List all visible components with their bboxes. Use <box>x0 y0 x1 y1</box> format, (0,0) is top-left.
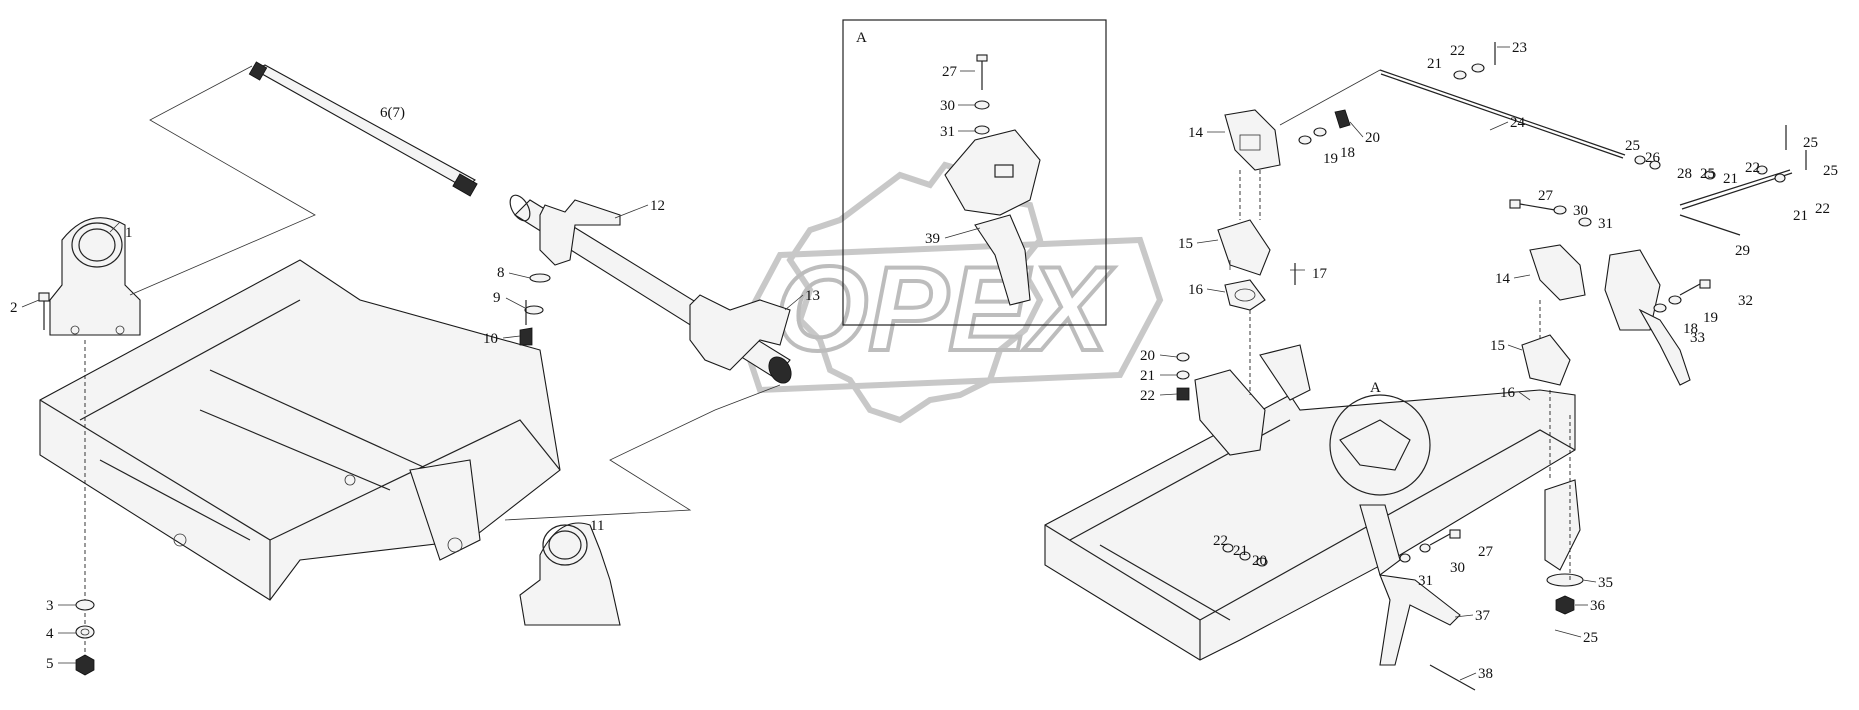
callout-t21: 21 <box>1427 56 1442 72</box>
torsion-shaft-6-7 <box>248 61 478 197</box>
callout-r29: 29 <box>1735 243 1750 259</box>
latch-assembly-14 <box>1217 109 1281 311</box>
callout-r25d: 25 <box>1823 163 1838 179</box>
callout-b21: 21 <box>1233 543 1248 559</box>
callout-r30: 30 <box>1573 203 1588 219</box>
callout-18: 18 <box>1340 145 1355 161</box>
opex-watermark: OPEX <box>736 161 1164 424</box>
watermark-text: OPEX <box>775 242 1115 376</box>
callout-r25c: 25 <box>1803 135 1818 151</box>
callout-3: 3 <box>46 598 54 614</box>
callout-16: 16 <box>1188 282 1204 298</box>
callout-19: 19 <box>1323 151 1338 167</box>
callout-r15: 15 <box>1490 338 1505 354</box>
fasteners-3-4-5 <box>75 340 95 676</box>
left-frame-assembly <box>39 259 561 601</box>
callout-labels: 1 2 3 4 5 6(7) 8 9 10 11 12 13 27 30 31 … <box>10 40 1838 682</box>
detail-box-label: A <box>856 30 867 46</box>
callout-10: 10 <box>483 331 498 347</box>
callout-b35: 35 <box>1598 575 1613 591</box>
callout-b20: 20 <box>1252 553 1267 569</box>
callout-r16: 16 <box>1500 385 1516 401</box>
callout-17: 17 <box>1312 266 1328 282</box>
callout-a39: 39 <box>925 231 940 247</box>
callout-r26: 26 <box>1645 150 1661 166</box>
callout-6-7: 6(7) <box>380 105 405 121</box>
callout-14: 14 <box>1188 125 1204 141</box>
callout-b25: 25 <box>1583 630 1598 646</box>
callout-r19: 19 <box>1703 310 1718 326</box>
callout-r33: 33 <box>1690 330 1705 346</box>
cross-tube-assembly <box>509 194 792 384</box>
detail-callout-a: A <box>1329 380 1431 496</box>
callout-r32: 32 <box>1738 293 1753 309</box>
callout-r18: 18 <box>1683 321 1698 337</box>
callout-9: 9 <box>493 290 501 306</box>
detail-box-a: A <box>842 19 1107 326</box>
callout-r21: 21 <box>1723 171 1738 187</box>
bearing-housing-11 <box>519 522 621 626</box>
callout-r21b: 21 <box>1793 208 1808 224</box>
callout-b31: 31 <box>1418 573 1433 589</box>
callout-8: 8 <box>497 265 505 281</box>
callout-20: 20 <box>1365 130 1380 146</box>
callout-b22: 22 <box>1213 533 1228 549</box>
callout-t22: 22 <box>1450 43 1465 59</box>
callout-r27: 27 <box>1538 188 1554 204</box>
callout-15: 15 <box>1178 236 1193 252</box>
release-rod-24 <box>1279 69 1626 159</box>
bearing-housing-1 <box>49 217 141 336</box>
callout-t23: 23 <box>1512 40 1527 56</box>
callout-b38: 38 <box>1478 666 1493 682</box>
callout-r31: 31 <box>1598 216 1613 232</box>
callout-5: 5 <box>46 656 54 672</box>
callout-r14: 14 <box>1495 271 1511 287</box>
rod-29 <box>1679 169 1793 236</box>
callout-1: 1 <box>125 225 133 241</box>
callout-a30: 30 <box>940 98 955 114</box>
callout-r25a: 25 <box>1625 138 1640 154</box>
callout-b36: 36 <box>1590 598 1606 614</box>
bolt-2 <box>38 292 50 330</box>
callout-21b: 21 <box>1140 368 1155 384</box>
callout-b37: 37 <box>1475 608 1491 624</box>
callout-r25b: 25 <box>1700 166 1715 182</box>
small-fasteners-right <box>1176 42 1807 580</box>
callout-4: 4 <box>46 626 54 642</box>
right-frame-assembly <box>1044 344 1584 691</box>
callout-12: 12 <box>650 198 665 214</box>
callout-r22: 22 <box>1745 160 1760 176</box>
callout-a27: 27 <box>942 64 958 80</box>
callout-20b: 20 <box>1140 348 1155 364</box>
callout-2: 2 <box>10 300 18 316</box>
callout-r22b: 22 <box>1815 201 1830 217</box>
callout-a31: 31 <box>940 124 955 140</box>
callout-b30: 30 <box>1450 560 1465 576</box>
callout-22b: 22 <box>1140 388 1155 404</box>
detail-callout-label: A <box>1370 380 1381 396</box>
callout-13: 13 <box>805 288 820 304</box>
callout-r28: 28 <box>1677 166 1692 182</box>
latch-assembly-right <box>1521 244 1691 421</box>
callout-b27: 27 <box>1478 544 1494 560</box>
callout-11: 11 <box>590 518 604 534</box>
leader-lines-left <box>109 65 781 521</box>
fasteners-8-9-10 <box>519 273 551 346</box>
callout-t24: 24 <box>1510 115 1526 131</box>
